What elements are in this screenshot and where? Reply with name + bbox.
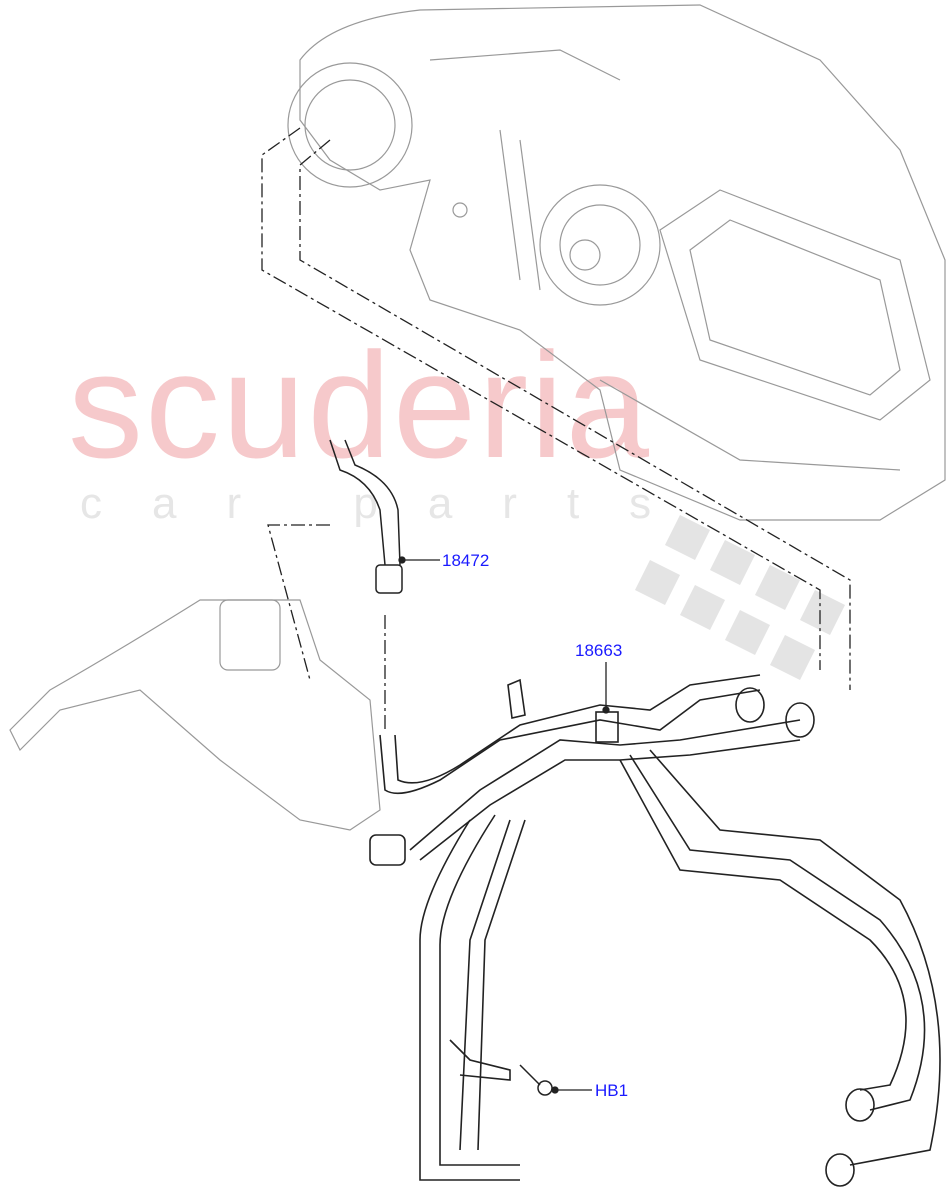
hose-assembly-18663 — [369, 674, 941, 1187]
callout-18663[interactable]: 18663 — [575, 641, 623, 660]
checkered-flag-logo — [635, 515, 845, 680]
callout-18472[interactable]: 18472 — [442, 551, 490, 570]
callout-hb1[interactable]: HB1 — [595, 1081, 629, 1100]
watermark-brand: scuderia — [68, 321, 651, 489]
watermark-sub: car parts — [80, 479, 702, 528]
callout-leaders — [398, 556, 610, 1094]
bolt-hb1 — [519, 1064, 553, 1096]
hose-18472 — [329, 439, 403, 594]
leader-lines — [261, 127, 851, 730]
hvac-unit — [287, 4, 946, 521]
pump-assembly — [9, 599, 381, 831]
